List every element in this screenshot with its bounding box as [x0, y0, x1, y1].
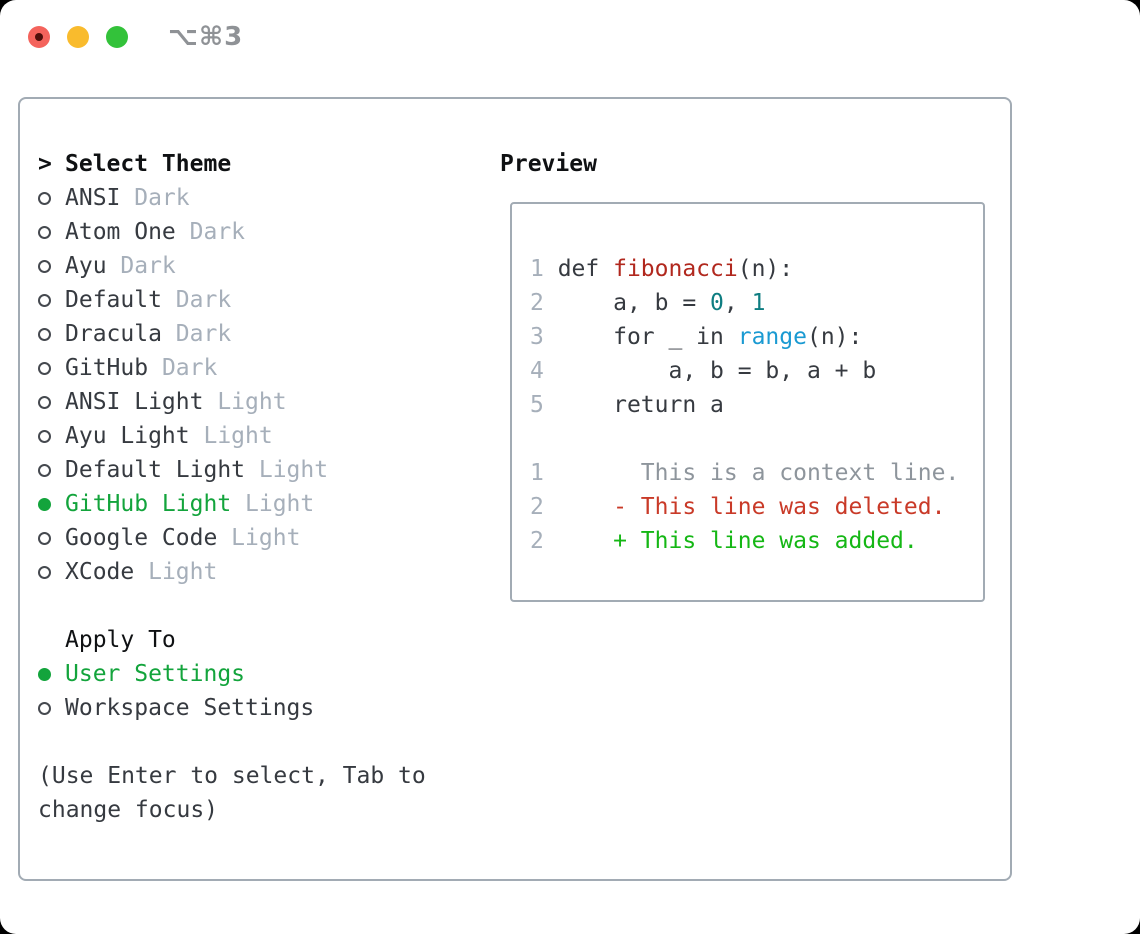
theme-variant-tag: Light: [245, 457, 329, 483]
code-line: 1 This is a context line.: [530, 460, 960, 486]
code-preview-box: 1 def fibonacci(n): 2 a, b = 0, 1 3 for _ …: [510, 202, 985, 602]
theme-option-name: Ayu: [65, 253, 107, 279]
code-line: 2 a, b = 0, 1: [530, 290, 766, 316]
theme-option-google-code[interactable]: Google Code Light: [38, 521, 500, 555]
apply-option-user-settings[interactable]: User Settings: [38, 657, 500, 691]
radio-icon[interactable]: [38, 429, 51, 443]
radio-icon[interactable]: [38, 361, 51, 375]
theme-option-name: XCode: [65, 559, 135, 585]
radio-icon[interactable]: [38, 463, 51, 477]
select-theme-header: > Select Theme: [38, 147, 500, 181]
theme-option-name: Default: [65, 287, 162, 313]
help-line: (Use Enter to select, Tab to: [38, 759, 500, 793]
zoom-button[interactable]: [106, 26, 128, 48]
theme-variant-tag: Light: [189, 423, 273, 449]
theme-variant-tag: Light: [203, 389, 287, 415]
theme-variant-tag: Light: [134, 559, 218, 585]
theme-option-name: Dracula: [65, 321, 162, 347]
radio-icon[interactable]: [38, 293, 51, 307]
theme-option-name: ANSI Light: [65, 389, 204, 415]
select-theme-label: Select Theme: [65, 151, 232, 177]
theme-option-name: ANSI: [65, 185, 121, 211]
code-line: 2 + This line was added.: [530, 528, 918, 554]
theme-option-name: Atom One: [65, 219, 176, 245]
apply-option-workspace-settings[interactable]: Workspace Settings: [38, 691, 500, 725]
radio-icon[interactable]: [38, 565, 51, 579]
code-line: [530, 422, 983, 456]
close-button[interactable]: [28, 26, 50, 48]
code-line: 5 return a: [530, 392, 724, 418]
code-line: 1 def fibonacci(n):: [530, 256, 794, 282]
titlebar: ⌥⌘3: [0, 0, 1140, 97]
apply-to-label: Apply To: [65, 627, 176, 653]
preview-title: Preview: [500, 151, 597, 177]
code-line: 3 for _ in range(n):: [530, 324, 863, 350]
theme-variant-tag: Dark: [161, 321, 232, 347]
theme-option-xcode[interactable]: XCode Light: [38, 555, 500, 589]
radio-icon[interactable]: [38, 531, 51, 545]
window-title-shortcut: ⌥⌘3: [168, 22, 244, 52]
theme-variant-tag: Dark: [120, 185, 190, 211]
radio-icon[interactable]: [38, 395, 51, 409]
preview-column: Preview 1 def fibonacci(n): 2 a, b = 0, 1…: [500, 147, 1010, 879]
radio-selected-icon[interactable]: [38, 497, 51, 511]
radio-icon[interactable]: [38, 259, 51, 273]
theme-option-name: Ayu Light: [65, 423, 190, 449]
code-line: 2 - This line was deleted.: [530, 494, 946, 520]
theme-option-name: GitHub: [65, 355, 149, 381]
help-line-2: change focus): [38, 797, 219, 823]
theme-option-ayu-light[interactable]: Ayu Light Light: [38, 419, 500, 453]
help-text: (Use Enter to select, Tab to change focu…: [38, 759, 500, 827]
radio-icon[interactable]: [38, 327, 51, 341]
theme-option-name: Default Light: [65, 457, 246, 483]
help-line: change focus): [38, 793, 500, 827]
apply-option-name: User Settings: [65, 661, 246, 687]
theme-option-default-light[interactable]: Default Light Light: [38, 453, 500, 487]
theme-variant-tag: Dark: [148, 355, 218, 381]
theme-option-name: GitHub Light: [65, 491, 232, 517]
radio-icon[interactable]: [38, 225, 51, 239]
theme-option-github[interactable]: GitHub Dark: [38, 351, 500, 385]
radio-icon[interactable]: [38, 191, 51, 205]
theme-variant-tag: Dark: [161, 287, 232, 313]
radio-selected-icon[interactable]: [38, 667, 51, 681]
theme-option-atom-one[interactable]: Atom One Dark: [38, 215, 500, 249]
theme-option-name: Google Code: [65, 525, 218, 551]
apply-option-name: Workspace Settings: [65, 695, 315, 721]
theme-variant-tag: Light: [217, 525, 301, 551]
theme-option-ansi-light[interactable]: ANSI Light Light: [38, 385, 500, 419]
theme-variant-tag: Dark: [175, 219, 246, 245]
help-line-1: (Use Enter to select, Tab to: [38, 763, 426, 789]
theme-option-ansi[interactable]: ANSI Dark: [38, 181, 500, 215]
theme-option-dracula[interactable]: Dracula Dark: [38, 317, 500, 351]
theme-variant-tag: Light: [231, 491, 315, 517]
radio-icon[interactable]: [38, 701, 51, 715]
theme-option-github-light[interactable]: GitHub Light Light: [38, 487, 500, 521]
minimize-button[interactable]: [67, 26, 89, 48]
apply-to-header: Apply To: [38, 623, 500, 657]
traffic-lights: [28, 26, 128, 48]
code-line: 4 a, b = b, a + b: [530, 358, 877, 384]
theme-option-ayu[interactable]: Ayu Dark: [38, 249, 500, 283]
theme-variant-tag: Dark: [106, 253, 176, 279]
theme-option-default[interactable]: Default Dark: [38, 283, 500, 317]
prompt-caret-icon: >: [38, 151, 52, 177]
